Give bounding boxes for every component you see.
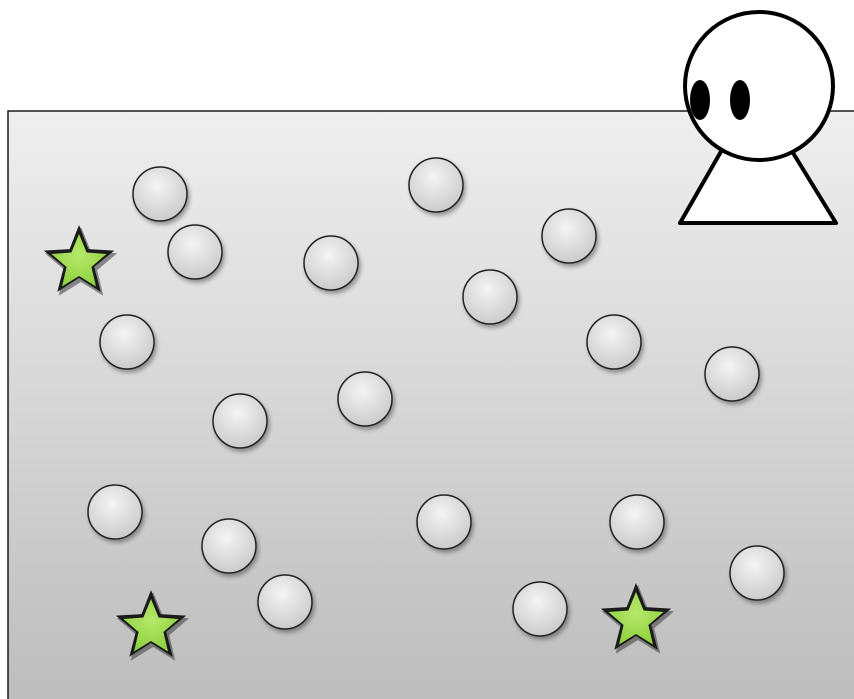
grey-circle-token[interactable] <box>587 315 641 369</box>
grey-circle-token[interactable] <box>417 495 471 549</box>
grey-circle-token[interactable] <box>338 372 392 426</box>
grey-circle-token[interactable] <box>409 158 463 212</box>
grey-circle-token[interactable] <box>168 225 222 279</box>
grey-circle-token[interactable] <box>202 519 256 573</box>
observer-head <box>685 12 833 160</box>
grey-circle-token[interactable] <box>705 347 759 401</box>
grey-circle-token[interactable] <box>133 167 187 221</box>
grey-circle-token[interactable] <box>88 485 142 539</box>
grey-circle-token[interactable] <box>610 495 664 549</box>
grey-circle-token[interactable] <box>258 575 312 629</box>
observer-figure <box>680 12 836 223</box>
observer-right-eye <box>730 80 750 120</box>
grey-circle-token[interactable] <box>463 270 517 324</box>
grey-circle-token[interactable] <box>304 236 358 290</box>
grey-circle-token[interactable] <box>730 546 784 600</box>
grey-circle-token[interactable] <box>213 394 267 448</box>
grey-circle-token[interactable] <box>100 315 154 369</box>
grey-circle-token[interactable] <box>542 209 596 263</box>
observer-left-eye <box>690 80 710 120</box>
grey-circle-token[interactable] <box>513 582 567 636</box>
